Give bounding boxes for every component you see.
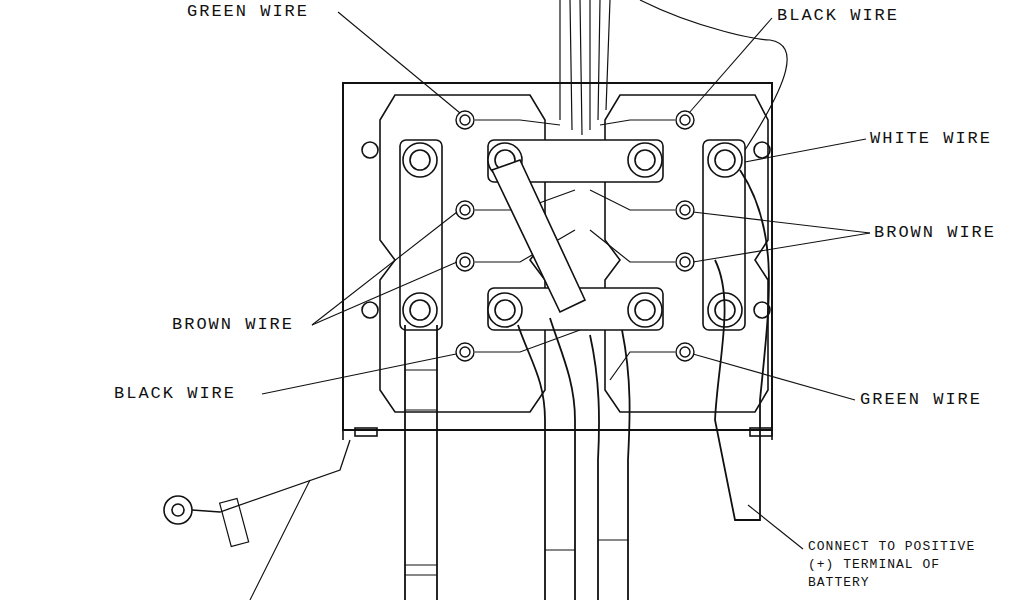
wire-label: BLACK WIRE [112, 384, 238, 404]
wire-label: BROWN WIRE [170, 315, 296, 335]
wire-label: WHITE WIRE [868, 129, 994, 149]
wire-label: CONNECT TO POSITIVE (+) TERMINAL OF BATT… [806, 538, 1010, 592]
wire-label: GREEN WIRE [185, 2, 311, 22]
wire-label: BLACK WIRE [775, 6, 901, 26]
wire-label: GREEN WIRE [858, 390, 984, 410]
wire-label: BROWN WIRE [872, 223, 998, 243]
